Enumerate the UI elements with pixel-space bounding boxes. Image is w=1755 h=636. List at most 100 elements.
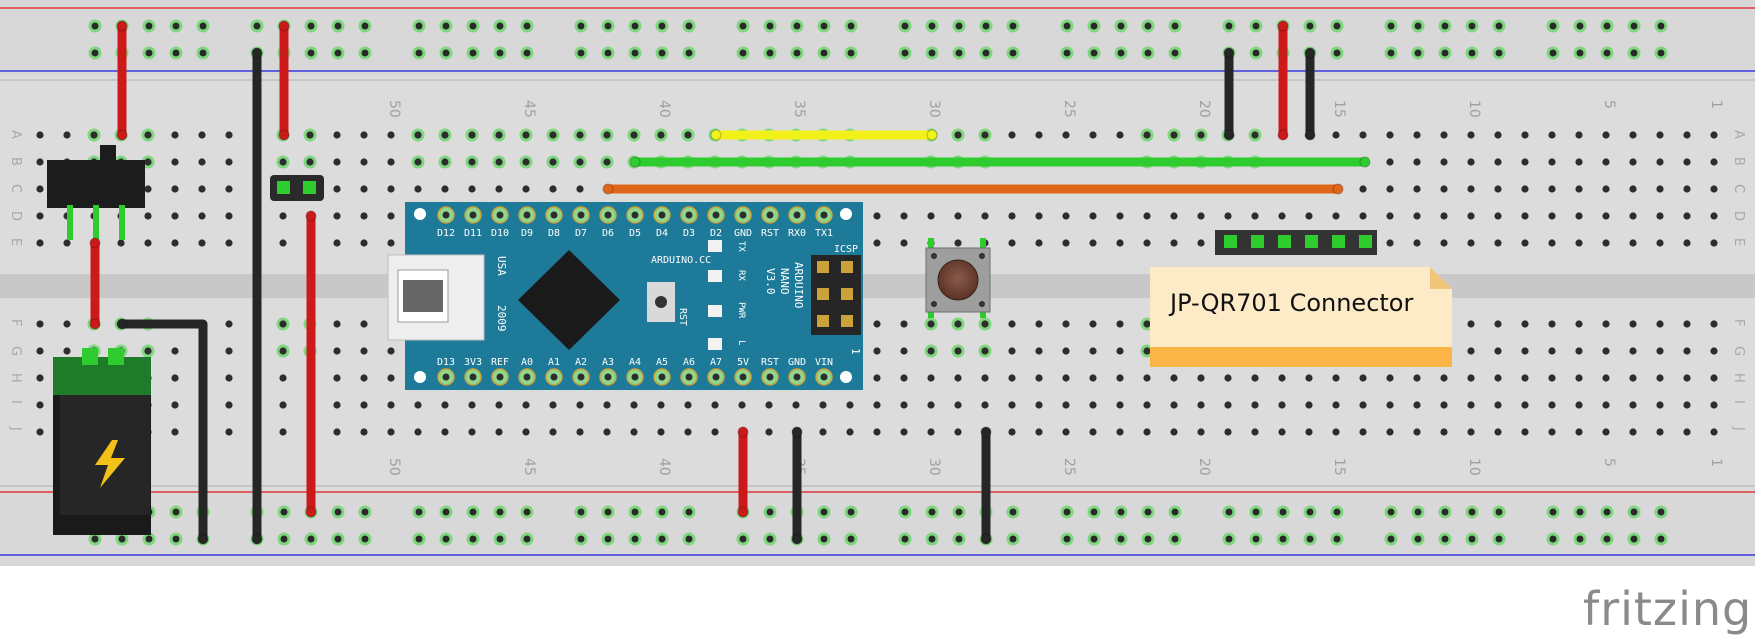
- breadboard-hole: [36, 320, 44, 328]
- breadboard-hole: [414, 131, 422, 139]
- breadboard-hole: [1116, 212, 1124, 220]
- breadboard-hole: [171, 185, 179, 193]
- breadboard-hole: [1413, 401, 1421, 409]
- header-pin: [1224, 235, 1237, 248]
- breadboard-hole: [1656, 401, 1664, 409]
- breadboard-hole: [522, 185, 530, 193]
- breadboard-hole: [1494, 347, 1502, 355]
- breadboard-hole: [819, 428, 827, 436]
- breadboard-hole: [927, 374, 935, 382]
- breadboard-hole: [927, 320, 935, 328]
- breadboard-hole: [360, 347, 368, 355]
- breadboard-hole: [1359, 374, 1367, 382]
- led-label-rx: RX: [736, 270, 746, 281]
- breadboard-hole: [36, 158, 44, 166]
- breadboard-hole: [1440, 428, 1448, 436]
- breadboard-hole: [738, 401, 746, 409]
- row-letter: C: [8, 184, 23, 193]
- breadboard-hole: [1170, 212, 1178, 220]
- breadboard-hole: [1386, 185, 1394, 193]
- breadboard-hole: [1359, 212, 1367, 220]
- breadboard-hole: [1062, 212, 1070, 220]
- breadboard-hole: [873, 212, 881, 220]
- breadboard-hole: [1494, 239, 1502, 247]
- breadboard-hole: [1278, 401, 1286, 409]
- two-pin-header: [270, 175, 324, 201]
- breadboard-hole: [1197, 374, 1205, 382]
- breadboard-hole: [1386, 428, 1394, 436]
- breadboard-hole: [630, 428, 638, 436]
- breadboard-hole: [1467, 131, 1475, 139]
- nano-pin-label: A6: [683, 357, 695, 368]
- breadboard-hole: [1629, 320, 1637, 328]
- breadboard-hole: [1656, 428, 1664, 436]
- breadboard-hole: [441, 185, 449, 193]
- nano-corner-digit: 1: [849, 348, 862, 355]
- breadboard-hole: [36, 212, 44, 220]
- breadboard-hole: [495, 401, 503, 409]
- breadboard-hole: [1575, 347, 1583, 355]
- breadboard-hole: [1683, 239, 1691, 247]
- breadboard-hole: [1602, 158, 1610, 166]
- breadboard-hole: [576, 185, 584, 193]
- header-pin: [1305, 235, 1318, 248]
- nano-pin-label: D5: [629, 228, 641, 239]
- mcu-chip: [518, 250, 620, 350]
- push-button[interactable]: [925, 238, 991, 318]
- black-wire[interactable]: [117, 319, 208, 544]
- breadboard-hole: [36, 131, 44, 139]
- breadboard-hole: [684, 401, 692, 409]
- breadboard-hole: [954, 428, 962, 436]
- breadboard-hole: [1629, 401, 1637, 409]
- breadboard-hole: [1278, 212, 1286, 220]
- row-letter: D: [8, 211, 23, 221]
- breadboard-hole: [1224, 401, 1232, 409]
- nano-pin-label: D10: [491, 228, 509, 239]
- breadboard-hole: [1494, 320, 1502, 328]
- breadboard-hole: [360, 158, 368, 166]
- breadboard-hole: [468, 185, 476, 193]
- nano-model-1: ARDUINO: [792, 262, 805, 308]
- breadboard-hole: [981, 347, 989, 355]
- center-channel: [0, 274, 1755, 298]
- six-pin-header: [1215, 230, 1377, 255]
- breadboard-hole: [198, 158, 206, 166]
- breadboard-hole: [1359, 185, 1367, 193]
- breadboard-hole: [1035, 131, 1043, 139]
- nano-pin-label: TX1: [815, 228, 833, 239]
- breadboard-hole: [900, 374, 908, 382]
- row-letter: F: [8, 319, 23, 326]
- fritzing-logo: fritzing: [1583, 582, 1753, 636]
- breadboard-hole: [279, 239, 287, 247]
- breadboard-hole: [1332, 401, 1340, 409]
- breadboard-hole: [549, 131, 557, 139]
- nano-pin-label: A1: [548, 357, 560, 368]
- breadboard-hole: [846, 401, 854, 409]
- breadboard-hole: [225, 347, 233, 355]
- breadboard-hole: [495, 131, 503, 139]
- breadboard-hole: [927, 212, 935, 220]
- breadboard-hole: [144, 347, 152, 355]
- breadboard-hole: [333, 320, 341, 328]
- breadboard-hole: [1629, 131, 1637, 139]
- breadboard-hole: [63, 347, 71, 355]
- breadboard-hole: [1467, 185, 1475, 193]
- breadboard-hole: [441, 401, 449, 409]
- breadboard-hole: [279, 347, 287, 355]
- nano-pin-label: REF: [491, 357, 509, 368]
- breadboard-hole: [1386, 374, 1394, 382]
- breadboard-hole: [1035, 401, 1043, 409]
- row-letter: H: [1731, 373, 1746, 383]
- breadboard-hole: [1602, 239, 1610, 247]
- breadboard-hole: [63, 239, 71, 247]
- breadboard-hole: [387, 347, 395, 355]
- led-rx: [708, 270, 722, 282]
- breadboard-hole: [1629, 158, 1637, 166]
- breadboard-hole: [1548, 428, 1556, 436]
- row-letter: I: [1731, 400, 1746, 404]
- nano-icsp: ICSP: [834, 244, 858, 255]
- breadboard-hole: [576, 401, 584, 409]
- nano-pin-label: GND: [734, 228, 752, 239]
- breadboard-hole: [1629, 428, 1637, 436]
- column-number: 20: [1196, 100, 1212, 118]
